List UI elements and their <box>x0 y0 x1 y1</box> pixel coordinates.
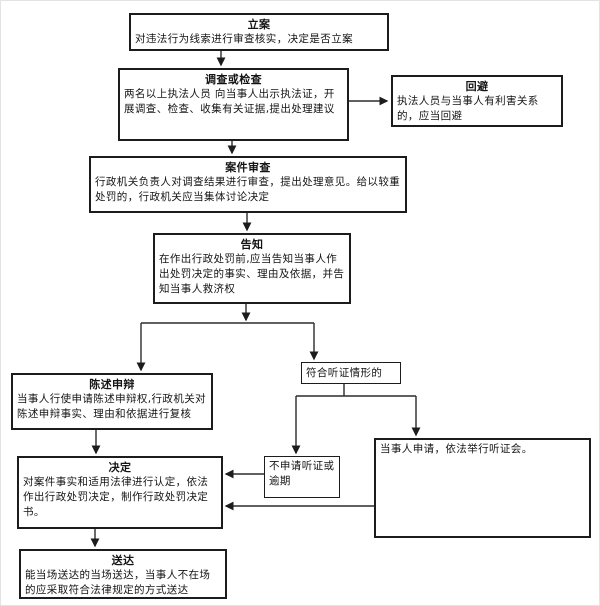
node-body-diaocha: 两名以上执法人员 向当事人出示执法证，开展调查、检查、收集有关证据,提出处理建议 <box>124 88 335 115</box>
flow-node-jueding: 决定 对案件事实和适用法律进行认定，依法作出行政处罚决定，制作行政处罚决定书。 <box>17 456 223 529</box>
flow-node-huibi: 回避 执法人员与当事人有利害关系的，应当回避 <box>391 75 563 127</box>
node-title-chenshu: 陈述申辩 <box>89 378 135 391</box>
node-body-huibi: 执法人员与当事人有利害关系的，应当回避 <box>397 95 539 122</box>
node-title-diaocha: 调查或检查 <box>205 73 262 86</box>
node-body-lian: 对违法行为线索进行审查核实，决定是否立案 <box>135 33 353 45</box>
flow-node-gaozhi: 告知 在作出行政处罚前,应当告知当事人作出处罚决定的事实、理由及依据，并告知当事… <box>153 233 351 304</box>
node-body-gaozhi: 在作出行政处罚前,应当告知当事人作出处罚决定的事实、理由及依据，并告知当事人救济… <box>159 253 345 295</box>
node-body-tingzheng-hui: 当事人申请，依法举行听证会。 <box>380 443 533 455</box>
node-body-tingzheng-condition: 符合听证情形的 <box>306 367 383 379</box>
node-title-gaozhi: 告知 <box>240 238 264 251</box>
node-body-chenshu: 当事人行使申请陈述申辩权,行政机关对陈述申辩事实、理由和依据进行复核 <box>17 393 207 420</box>
flow-node-diaocha: 调查或检查 两名以上执法人员 向当事人出示执法证，开展调查、检查、收集有关证据,… <box>118 68 349 141</box>
node-title-huibi: 回避 <box>465 80 489 93</box>
flow-node-bushenqing: 不申请听证或逾期 <box>264 456 340 498</box>
flow-node-tingzheng-condition: 符合听证情形的 <box>301 362 401 384</box>
node-title-songda: 送达 <box>111 554 135 567</box>
node-body-shencha: 行政机关负责人对调查结果进行审查，提出处理意见。给以较重处罚的，行政机关应当集体… <box>95 176 401 203</box>
flow-node-tingzheng-hui: 当事人申请，依法举行听证会。 <box>374 438 591 538</box>
node-title-lian: 立案 <box>247 18 271 31</box>
node-title-shencha: 案件审查 <box>225 161 271 174</box>
node-body-songda: 能当场送达的当场送达，当事人不在场的应采取符合法律规定的方式送达 <box>25 569 211 596</box>
flow-node-songda: 送达 能当场送达的当场送达，当事人不在场的应采取符合法律规定的方式送达 <box>19 549 227 599</box>
node-title-jueding: 决定 <box>108 461 132 474</box>
flow-node-lian: 立案 对违法行为线索进行审查核实，决定是否立案 <box>129 13 389 51</box>
node-body-bushenqing: 不申请听证或逾期 <box>269 460 335 487</box>
node-body-jueding: 对案件事实和适用法律进行认定，依法作出行政处罚决定，制作行政处罚决定书。 <box>23 476 209 518</box>
flow-node-chenshu: 陈述申辩 当事人行使申请陈述申辩权,行政机关对陈述申辩事实、理由和依据进行复核 <box>11 373 213 430</box>
flow-node-shencha: 案件审查 行政机关负责人对调查结果进行审查，提出处理意见。给以较重处罚的，行政机… <box>89 156 407 213</box>
